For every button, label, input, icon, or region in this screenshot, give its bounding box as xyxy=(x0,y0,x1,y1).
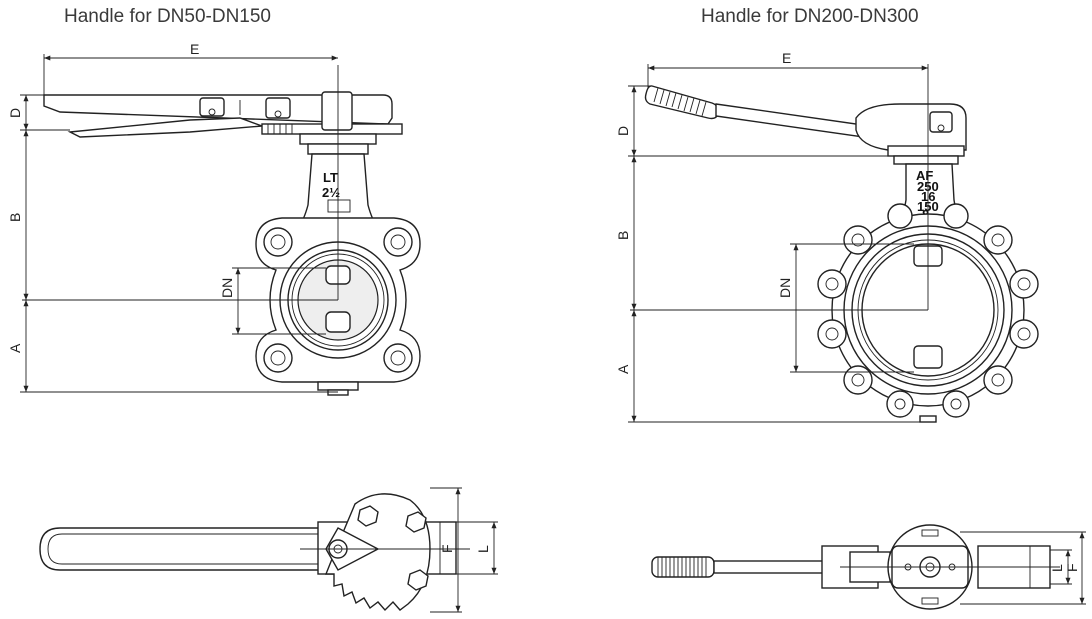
right-handle-grip xyxy=(644,85,720,120)
left-dim-e-label: E xyxy=(190,41,199,57)
left-valve-top-view xyxy=(39,493,470,612)
left-valve-front-view: LT 2½ xyxy=(22,65,421,396)
left-lever-lug-1 xyxy=(199,97,225,117)
left-bottom-boss xyxy=(317,381,359,391)
right-dim-a-label: A xyxy=(615,364,631,374)
right-valve-front-view: AF 250 16 150 8 xyxy=(630,64,1039,423)
left-dim-dn-label: DN xyxy=(219,278,235,298)
right-dimensions: E D B A DN xyxy=(615,50,928,423)
right-top-grip xyxy=(651,556,715,578)
right-dim-dn-label: DN xyxy=(777,278,793,298)
left-stem-hub xyxy=(321,91,353,131)
right-top-flange xyxy=(887,145,965,157)
right-handle-lever xyxy=(715,103,871,139)
right-top-dimensions: L F xyxy=(960,531,1086,605)
right-dim-f-label: F xyxy=(1064,563,1080,572)
left-lever-lug-2 xyxy=(265,97,291,119)
right-dim-e-label: E xyxy=(782,50,791,66)
svg-text:AF: AF xyxy=(916,168,933,183)
left-top-dimensions: L F xyxy=(430,487,498,613)
left-top-lever xyxy=(39,527,331,571)
left-body-mark-lt: LT xyxy=(323,170,338,185)
left-dimensions: E D B A DN xyxy=(7,41,338,393)
right-dim-l-label: L xyxy=(1049,564,1065,572)
right-valve-top-view xyxy=(651,524,1060,610)
left-dim-l-label: L xyxy=(475,545,491,553)
left-dim-a-label: A xyxy=(7,343,23,353)
title-dn200-dn300: Handle for DN200-DN300 xyxy=(701,6,919,27)
right-dim-b-label: B xyxy=(615,231,631,240)
right-lugs xyxy=(817,203,1039,418)
left-dim-d-label: D xyxy=(7,108,23,118)
left-body-mark-size: 2½ xyxy=(322,185,340,200)
right-top-lever xyxy=(713,560,831,574)
left-dim-b-label: B xyxy=(7,213,23,222)
right-dim-d-label: D xyxy=(615,126,631,136)
title-dn50-dn150: Handle for DN50-DN150 xyxy=(64,6,271,27)
left-top-gear-sector xyxy=(324,493,431,612)
left-dim-f-label: F xyxy=(439,544,455,553)
left-latch xyxy=(67,117,263,138)
